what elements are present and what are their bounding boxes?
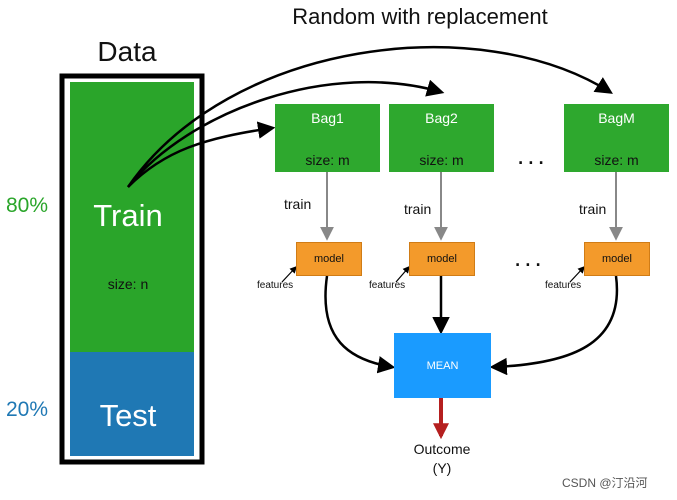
train-text-2: train	[404, 201, 432, 217]
arrow-train-to-bag1	[127, 121, 276, 188]
arrow-features-2	[395, 265, 410, 283]
bag-size: size: m	[419, 152, 464, 168]
model-box-2: model	[409, 242, 475, 276]
bag-name: Bag2	[425, 110, 458, 126]
test-partition	[70, 352, 194, 456]
model-ellipsis: ...	[514, 242, 545, 272]
outcome-label: Outcome (Y)	[414, 440, 471, 478]
bag-name: Bag1	[311, 110, 344, 126]
watermark: CSDN @汀沿河	[562, 476, 648, 490]
train-size-label: size: n	[107, 276, 149, 292]
bag-box-m: BagM size: m	[564, 104, 669, 172]
bag-size: size: m	[305, 152, 350, 168]
diagram-title: Random with replacement	[292, 4, 548, 29]
features-label-1: features	[257, 280, 294, 291]
mean-box: MEAN	[394, 333, 491, 398]
model-box-m: model	[584, 242, 650, 276]
features-label-m: features	[545, 280, 582, 291]
train-label: Train	[93, 198, 163, 233]
arrow-features-1	[281, 265, 297, 283]
train-text-m: train	[579, 201, 607, 217]
arrow-train-to-bag2	[127, 79, 445, 188]
outcome-line-2: (Y)	[432, 460, 452, 476]
test-percentage: 20%	[6, 398, 49, 421]
test-label: Test	[99, 398, 157, 433]
bag-box-2: Bag2 size: m	[389, 104, 494, 172]
arrow-train-to-bagm	[126, 45, 613, 188]
data-label: Data	[97, 36, 157, 67]
model-box-1: model	[296, 242, 362, 276]
bag-ellipsis: ...	[517, 140, 548, 170]
train-text-1: train	[284, 196, 312, 212]
arrow-modelm-to-mean	[489, 275, 619, 376]
arrow-features-m	[569, 265, 585, 283]
features-label-2: features	[369, 280, 406, 291]
bag-size: size: m	[594, 152, 639, 168]
arrow-model1-to-mean	[324, 275, 396, 374]
train-partition	[70, 82, 194, 352]
bag-box-1: Bag1 size: m	[275, 104, 380, 172]
train-percentage: 80%	[6, 194, 49, 217]
bag-name: BagM	[598, 110, 635, 126]
outcome-line-1: Outcome	[413, 441, 471, 457]
